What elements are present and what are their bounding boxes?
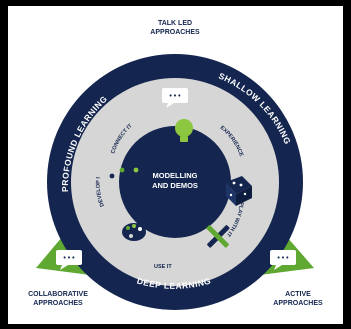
speech-bubble-icon: • • • [277,255,289,262]
dots-icon [109,167,139,181]
center-circle [119,126,231,238]
corner-top-line1: TALK LED [158,20,192,27]
center-label-line1: MODELLING [153,171,198,180]
speech-bubble-top: • • • [162,88,188,108]
speech-bubble-left: • • • [56,250,82,270]
center-label-line2: AND DEMOS [152,181,198,190]
inner-label-use: USE IT [154,264,172,270]
corner-right-line1: ACTIVE [285,291,311,298]
diagram-panel: SHALLOW LEARNING DEEP LEARNING PROFOUND … [6,2,343,324]
learning-diagram: SHALLOW LEARNING DEEP LEARNING PROFOUND … [6,2,323,310]
speech-bubble-right: • • • [270,250,296,270]
corner-right-line2: APPROACHES [273,300,323,307]
lightbulb-icon [175,119,193,145]
corner-top-line2: APPROACHES [150,29,200,36]
dice-icon [226,176,252,206]
speech-bubble-icon: • • • [63,255,75,262]
corner-left-line2: APPROACHES [33,300,83,307]
tools-icon [206,225,230,248]
speech-bubble-icon: • • • [169,93,181,100]
palette-icon [122,223,146,241]
corner-left-line1: COLLABORATIVE [28,291,88,298]
